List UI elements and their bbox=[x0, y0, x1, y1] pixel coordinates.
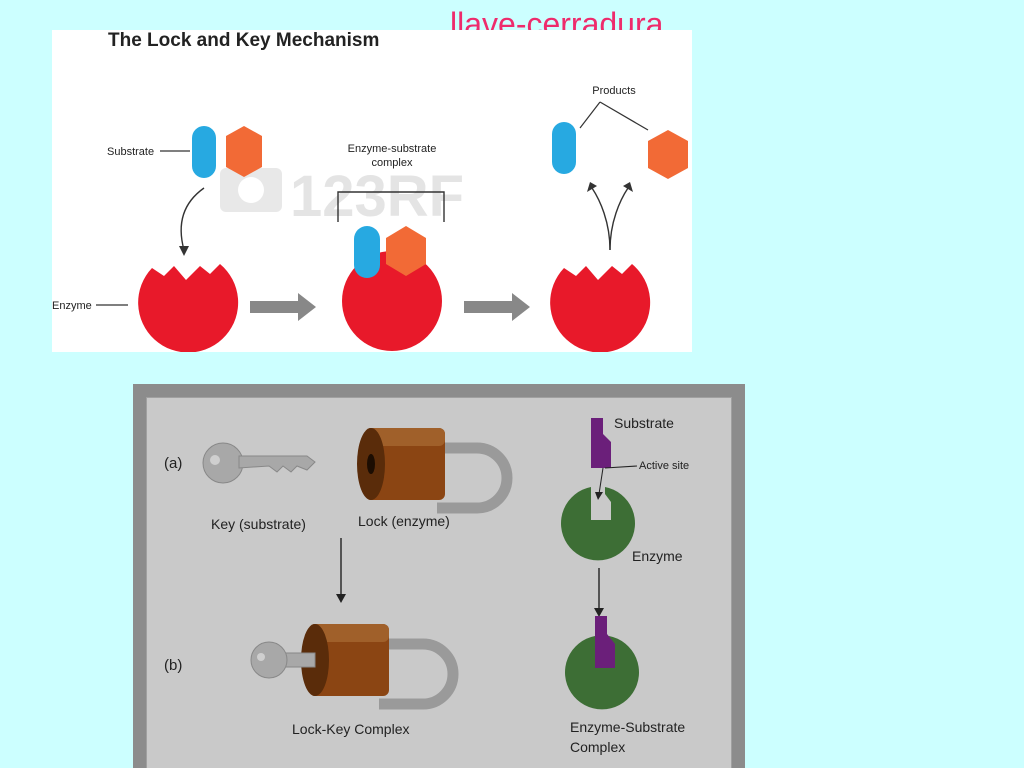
complex-label-line2: complex bbox=[372, 157, 413, 169]
release-curve-right bbox=[609, 187, 629, 251]
complex-substrate-blue bbox=[354, 226, 380, 278]
product-orange bbox=[648, 130, 688, 179]
enzyme-1 bbox=[138, 264, 239, 352]
complex-label-line1: Enzyme-substrate bbox=[348, 143, 437, 155]
figure-inner-panel: (a) (b) Key (substrate) Lock (enzyme) bbox=[147, 398, 731, 768]
lock-key-comparison-figure: (a) (b) Key (substrate) Lock (enzyme) bbox=[133, 384, 745, 768]
step-arrow-1 bbox=[250, 293, 316, 321]
part-b-label: (b) bbox=[164, 657, 182, 674]
active-site-arrowhead bbox=[595, 492, 603, 500]
product-blue bbox=[552, 122, 576, 174]
bind-arrowhead bbox=[179, 246, 189, 256]
camera-lens-watermark-icon bbox=[238, 177, 264, 203]
products-label: Products bbox=[592, 85, 636, 97]
watermark: 123RF bbox=[220, 164, 464, 229]
lock-key-complex-icon bbox=[250, 624, 459, 710]
lock-label: Lock (enzyme) bbox=[358, 513, 450, 529]
products-line-left bbox=[579, 101, 601, 129]
enzyme-icon bbox=[561, 487, 635, 561]
active-site-label: Active site bbox=[639, 460, 689, 472]
lock-key-complex-label: Lock-Key Complex bbox=[292, 721, 410, 737]
lock-key-comparison-diagram: (a) (b) Key (substrate) Lock (enzyme) bbox=[164, 415, 689, 755]
release-curve-left bbox=[591, 187, 611, 251]
watermark-text: 123RF bbox=[290, 164, 464, 229]
bind-curve-arrow bbox=[180, 187, 205, 251]
enzyme-3 bbox=[550, 264, 651, 352]
substrate-blue-part bbox=[192, 126, 216, 178]
enzyme-label: Enzyme bbox=[52, 300, 92, 312]
es-complex-label-line1: Enzyme-Substrate bbox=[570, 719, 685, 735]
lock-icon bbox=[357, 428, 513, 514]
es-complex-substrate-icon bbox=[595, 616, 615, 668]
complex-bracket bbox=[337, 191, 445, 222]
substrate-icon bbox=[591, 418, 611, 468]
products-line-right bbox=[599, 101, 649, 131]
active-site-pointer bbox=[598, 467, 604, 495]
active-site-leader bbox=[604, 465, 638, 469]
release-arrowhead-right bbox=[623, 182, 633, 192]
release-arrowhead-left bbox=[587, 182, 597, 192]
complex-substrate-orange bbox=[386, 226, 426, 276]
substrate-label-b: Substrate bbox=[614, 415, 674, 431]
substrate-label: Substrate bbox=[107, 146, 154, 158]
step-arrow-2 bbox=[464, 293, 530, 321]
part-a-label: (a) bbox=[164, 455, 182, 472]
camera-watermark-icon bbox=[220, 168, 282, 212]
es-complex-label-line2: Complex bbox=[570, 739, 625, 755]
key-icon bbox=[202, 442, 316, 484]
down-arrowhead-enzyme bbox=[594, 608, 604, 617]
lock-and-key-figure: The Lock and Key Mechanism 123RF Substra… bbox=[52, 30, 692, 352]
enzyme-label-b: Enzyme bbox=[632, 548, 683, 564]
key-label: Key (substrate) bbox=[211, 516, 306, 532]
lock-and-key-diagram: The Lock and Key Mechanism 123RF Substra… bbox=[52, 30, 688, 352]
substrate-orange-part bbox=[226, 126, 262, 177]
figure-title: The Lock and Key Mechanism bbox=[108, 30, 379, 51]
es-complex-enzyme-icon bbox=[565, 636, 639, 710]
down-arrowhead-lock bbox=[336, 594, 346, 603]
